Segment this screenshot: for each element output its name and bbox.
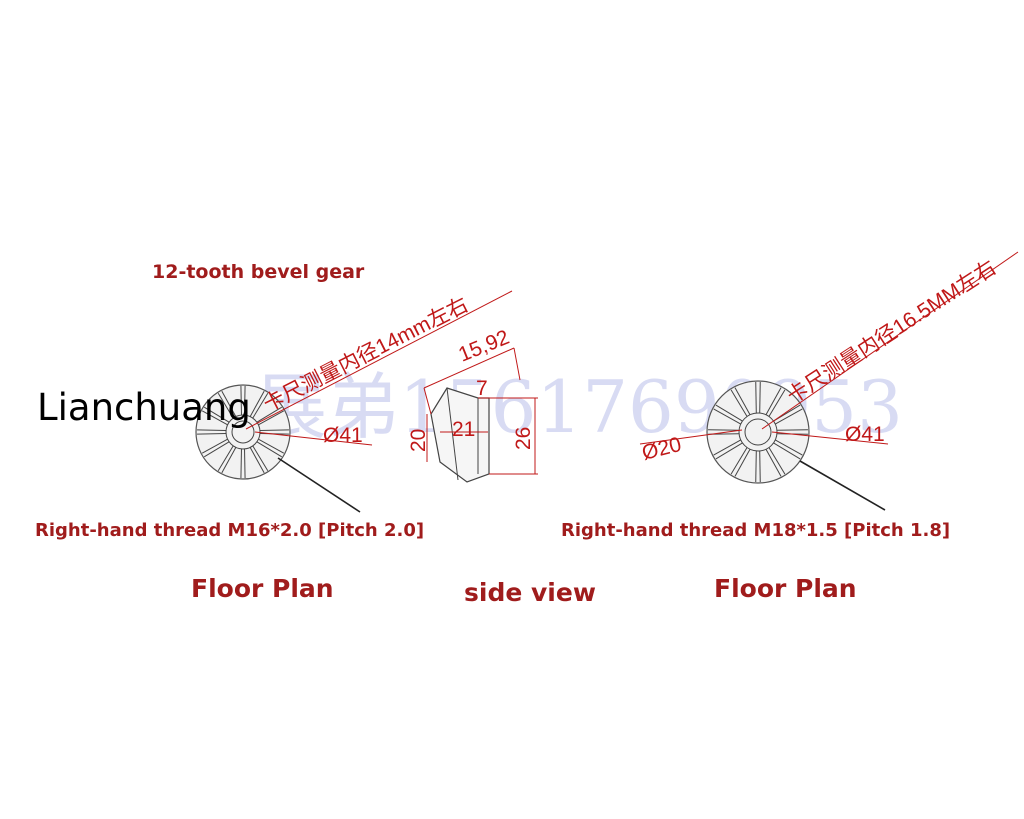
gear-tooth-edge <box>755 382 757 414</box>
side-dim-top: 7 <box>476 377 488 400</box>
gear-tooth-edge <box>252 392 269 419</box>
side-dim-mid: 21 <box>452 418 475 441</box>
gear-tooth-edge <box>768 447 786 475</box>
gear-tooth-edge <box>774 408 803 425</box>
side-view-label: side view <box>464 578 596 607</box>
gear-tooth-edge <box>221 390 237 417</box>
gear-tooth-edge <box>774 439 803 456</box>
right-thread-label: Right-hand thread M18*1.5 [Pitch 1.8] <box>561 520 950 541</box>
gear-tooth-edge <box>217 445 234 472</box>
left-thread-leader <box>277 457 361 513</box>
gear-tooth-edge <box>708 429 740 431</box>
gear-tooth-edge <box>730 447 748 475</box>
right-outer-diameter: Ø41 <box>845 423 885 446</box>
right-inner-note-leader <box>761 251 1019 430</box>
side-slant-ext <box>513 347 521 381</box>
gear-tooth-edge <box>244 386 246 416</box>
left-thread-label: Right-hand thread M16*2.0 [Pitch 2.0] <box>35 520 424 541</box>
gear-tooth-edge <box>249 390 265 417</box>
brand-logo: Lianchuang <box>37 386 251 429</box>
gear-tooth-edge <box>759 450 761 482</box>
right-gear-hub-circle <box>738 412 778 452</box>
gear-tooth-edge <box>256 441 283 458</box>
right-view-label: Floor Plan <box>714 574 857 603</box>
gear-tooth-edge <box>773 442 801 460</box>
gear-tooth-edge <box>776 429 808 431</box>
side-dim-right: 26 <box>512 427 535 450</box>
side-view-edge <box>446 387 459 481</box>
gear-tooth-edge <box>244 448 246 478</box>
side-dim-slant: 15,92 <box>455 326 512 367</box>
gear-tooth-edge <box>259 429 289 431</box>
right-gear-bore-circle <box>744 418 772 446</box>
gear-tooth-edge <box>197 433 227 435</box>
right-gear-teeth <box>708 382 808 482</box>
left-outer-dim-line <box>254 431 373 446</box>
gear-tooth-edge <box>765 387 782 416</box>
gear-tooth-edge <box>734 448 751 477</box>
gear-tooth-edge <box>765 448 782 477</box>
gear-tooth-edge <box>734 387 751 416</box>
right-outer-dim-line <box>771 431 889 445</box>
gear-tooth-edge <box>713 439 742 456</box>
gear-tooth-edge <box>256 406 283 423</box>
right-gear <box>706 380 810 484</box>
gear-tooth-edge <box>713 408 742 425</box>
gear-tooth-edge <box>201 438 228 454</box>
left-view-label: Floor Plan <box>191 574 334 603</box>
gear-tooth-edge <box>201 410 228 426</box>
gear-tooth-edge <box>258 410 285 426</box>
gear-tooth-edge <box>240 448 242 478</box>
side-slant-ext <box>423 387 432 415</box>
right-thread-leader <box>799 460 886 511</box>
gear-tooth-edge <box>217 392 234 419</box>
right-inner-dim-line <box>639 429 743 445</box>
gear-tooth-edge <box>759 382 761 414</box>
side-slant-dim-line <box>423 347 515 389</box>
side-dim-left: 20 <box>407 429 430 452</box>
left-gear-bore-circle <box>231 420 255 444</box>
left-outer-diameter: Ø41 <box>323 424 363 447</box>
gear-tooth-edge <box>221 447 237 474</box>
diagram-title: 12-tooth bevel gear <box>152 261 365 283</box>
gear-tooth-edge <box>203 441 230 458</box>
gear-tooth-edge <box>252 445 269 472</box>
gear-tooth-edge <box>240 386 242 416</box>
gear-tooth-edge <box>258 438 285 454</box>
side-view-drawing <box>430 387 490 483</box>
left-gear-hub-circle <box>225 414 261 450</box>
gear-tooth-edge <box>249 447 265 474</box>
gear-tooth-edge <box>730 389 748 417</box>
gear-tooth-edge <box>715 404 743 422</box>
gear-tooth-edge <box>768 389 786 417</box>
side-view-outline <box>430 387 490 483</box>
gear-tooth-edge <box>755 450 757 482</box>
gear-tooth-edge <box>715 442 743 460</box>
gear-tooth-edge <box>197 429 227 431</box>
right-gear-outer-circle <box>706 380 810 484</box>
left-gear <box>195 384 291 480</box>
gear-tooth-edge <box>203 406 230 423</box>
left-gear-teeth <box>197 386 289 478</box>
left-inner-note-leader <box>245 290 513 430</box>
left-gear-outer-circle <box>195 384 291 480</box>
